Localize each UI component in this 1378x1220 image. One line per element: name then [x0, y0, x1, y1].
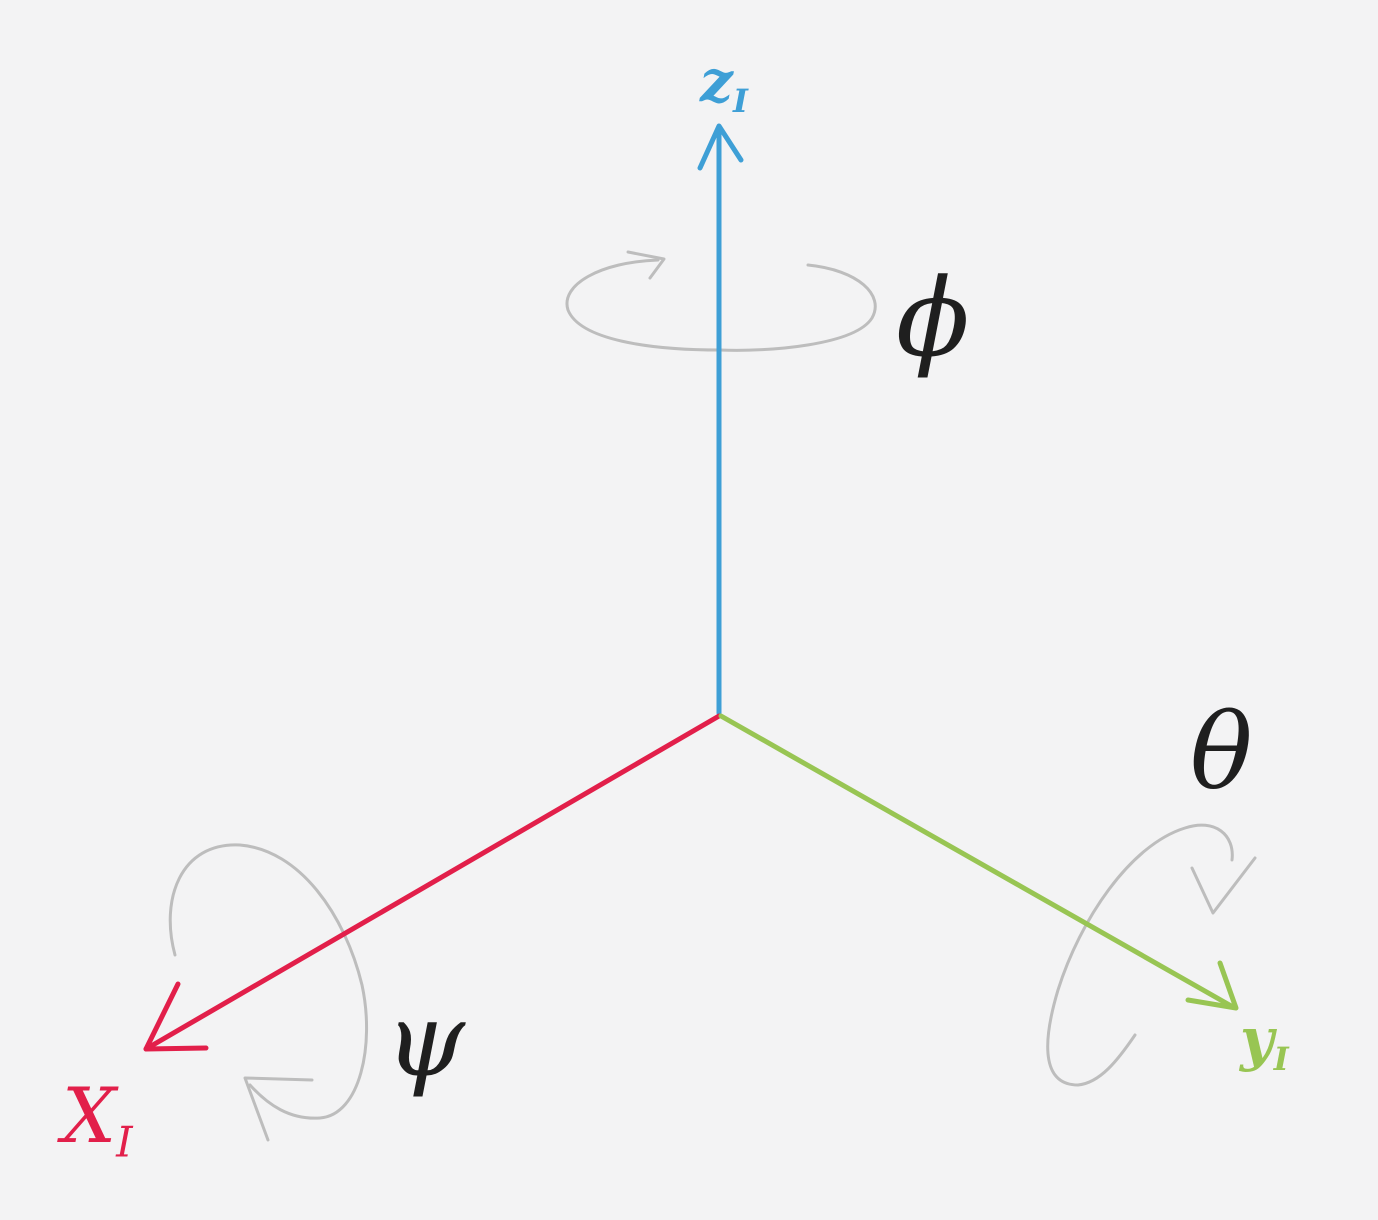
y-axis: [718, 713, 1239, 1011]
psi-symbol: ψ: [385, 981, 465, 1100]
z-axis: [697, 123, 744, 716]
phi-symbol: ϕ: [896, 256, 970, 381]
x-axis: [143, 713, 722, 1052]
z-axis-label: zI: [700, 47, 748, 121]
y-axis-label: yI: [1240, 1005, 1289, 1079]
theta-symbol: θ: [1190, 691, 1253, 813]
psi-rotation-arrow: [168, 843, 369, 1142]
theta-rotation-arrow: [1046, 823, 1257, 1087]
x-axis-label: XI: [62, 1071, 133, 1167]
